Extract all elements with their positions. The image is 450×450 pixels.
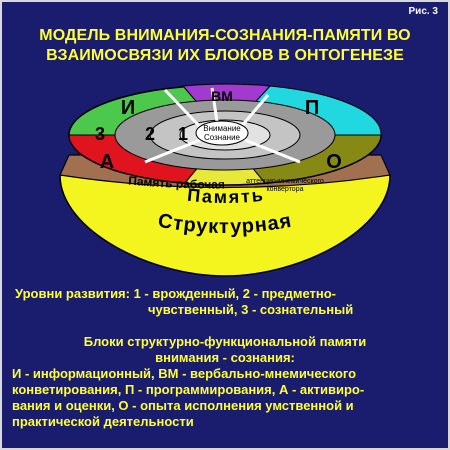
blocks-description-line-2: конветирования, П - программирования, А … xyxy=(12,382,365,397)
memory-label: Память xyxy=(186,185,265,207)
center-label-consciousness: Сознание xyxy=(204,133,241,142)
title-line-1: МОДЕЛЬ ВНИМАНИЯ-СОЗНАНИЯ-ПАМЯТИ ВО xyxy=(39,27,411,44)
block-label-i: И xyxy=(121,97,135,119)
levels-line-1: Уровни развития: 1 - врожденный, 2 - пре… xyxy=(15,286,337,301)
level-number-1: 1 xyxy=(178,124,188,144)
block-label-vm: ВМ xyxy=(211,88,233,104)
blocks-description-line-4: практической деятельности xyxy=(12,414,194,429)
title-line-2: ВЗАИМОСВЯЗИ ИХ БЛОКОВ В ОНТОГЕНЕЗЕ xyxy=(46,47,404,64)
blocks-heading-line-1: Блоки структурно-функциональной памяти xyxy=(83,334,367,349)
level-number-3: 3 xyxy=(95,124,105,144)
level-number-2: 2 xyxy=(145,124,155,144)
blocks-heading-line-2: внимания - сознания: xyxy=(155,350,295,365)
levels-line-2: чувственный, 3 - сознательный xyxy=(148,302,354,317)
center-label-attention: Внимание xyxy=(203,124,241,133)
figure-label: Рис. 3 xyxy=(408,6,439,17)
converter-label-line-1: аттенцио-мнемического xyxy=(246,178,324,185)
blocks-description-line-1: И - информационный, ВМ - вербально-мнеми… xyxy=(12,366,357,381)
attention-consciousness-core xyxy=(195,120,249,146)
converter-label-line-2: конвертора xyxy=(267,186,304,193)
blocks-description-line-3: вания и оценки, О - опыта исполнения умс… xyxy=(12,398,354,413)
block-label-p: П xyxy=(305,97,319,119)
connection-lines xyxy=(144,87,301,164)
block-label-o: О xyxy=(326,151,342,173)
block-label-a: А xyxy=(100,151,114,173)
structural-memory-bowl xyxy=(59,174,391,277)
attention-memory-model-diagram: Внимание Сознание 1 2 3 И ВМ П А О Памят… xyxy=(59,83,391,277)
working-memory-label: Память рабочая xyxy=(128,173,225,191)
